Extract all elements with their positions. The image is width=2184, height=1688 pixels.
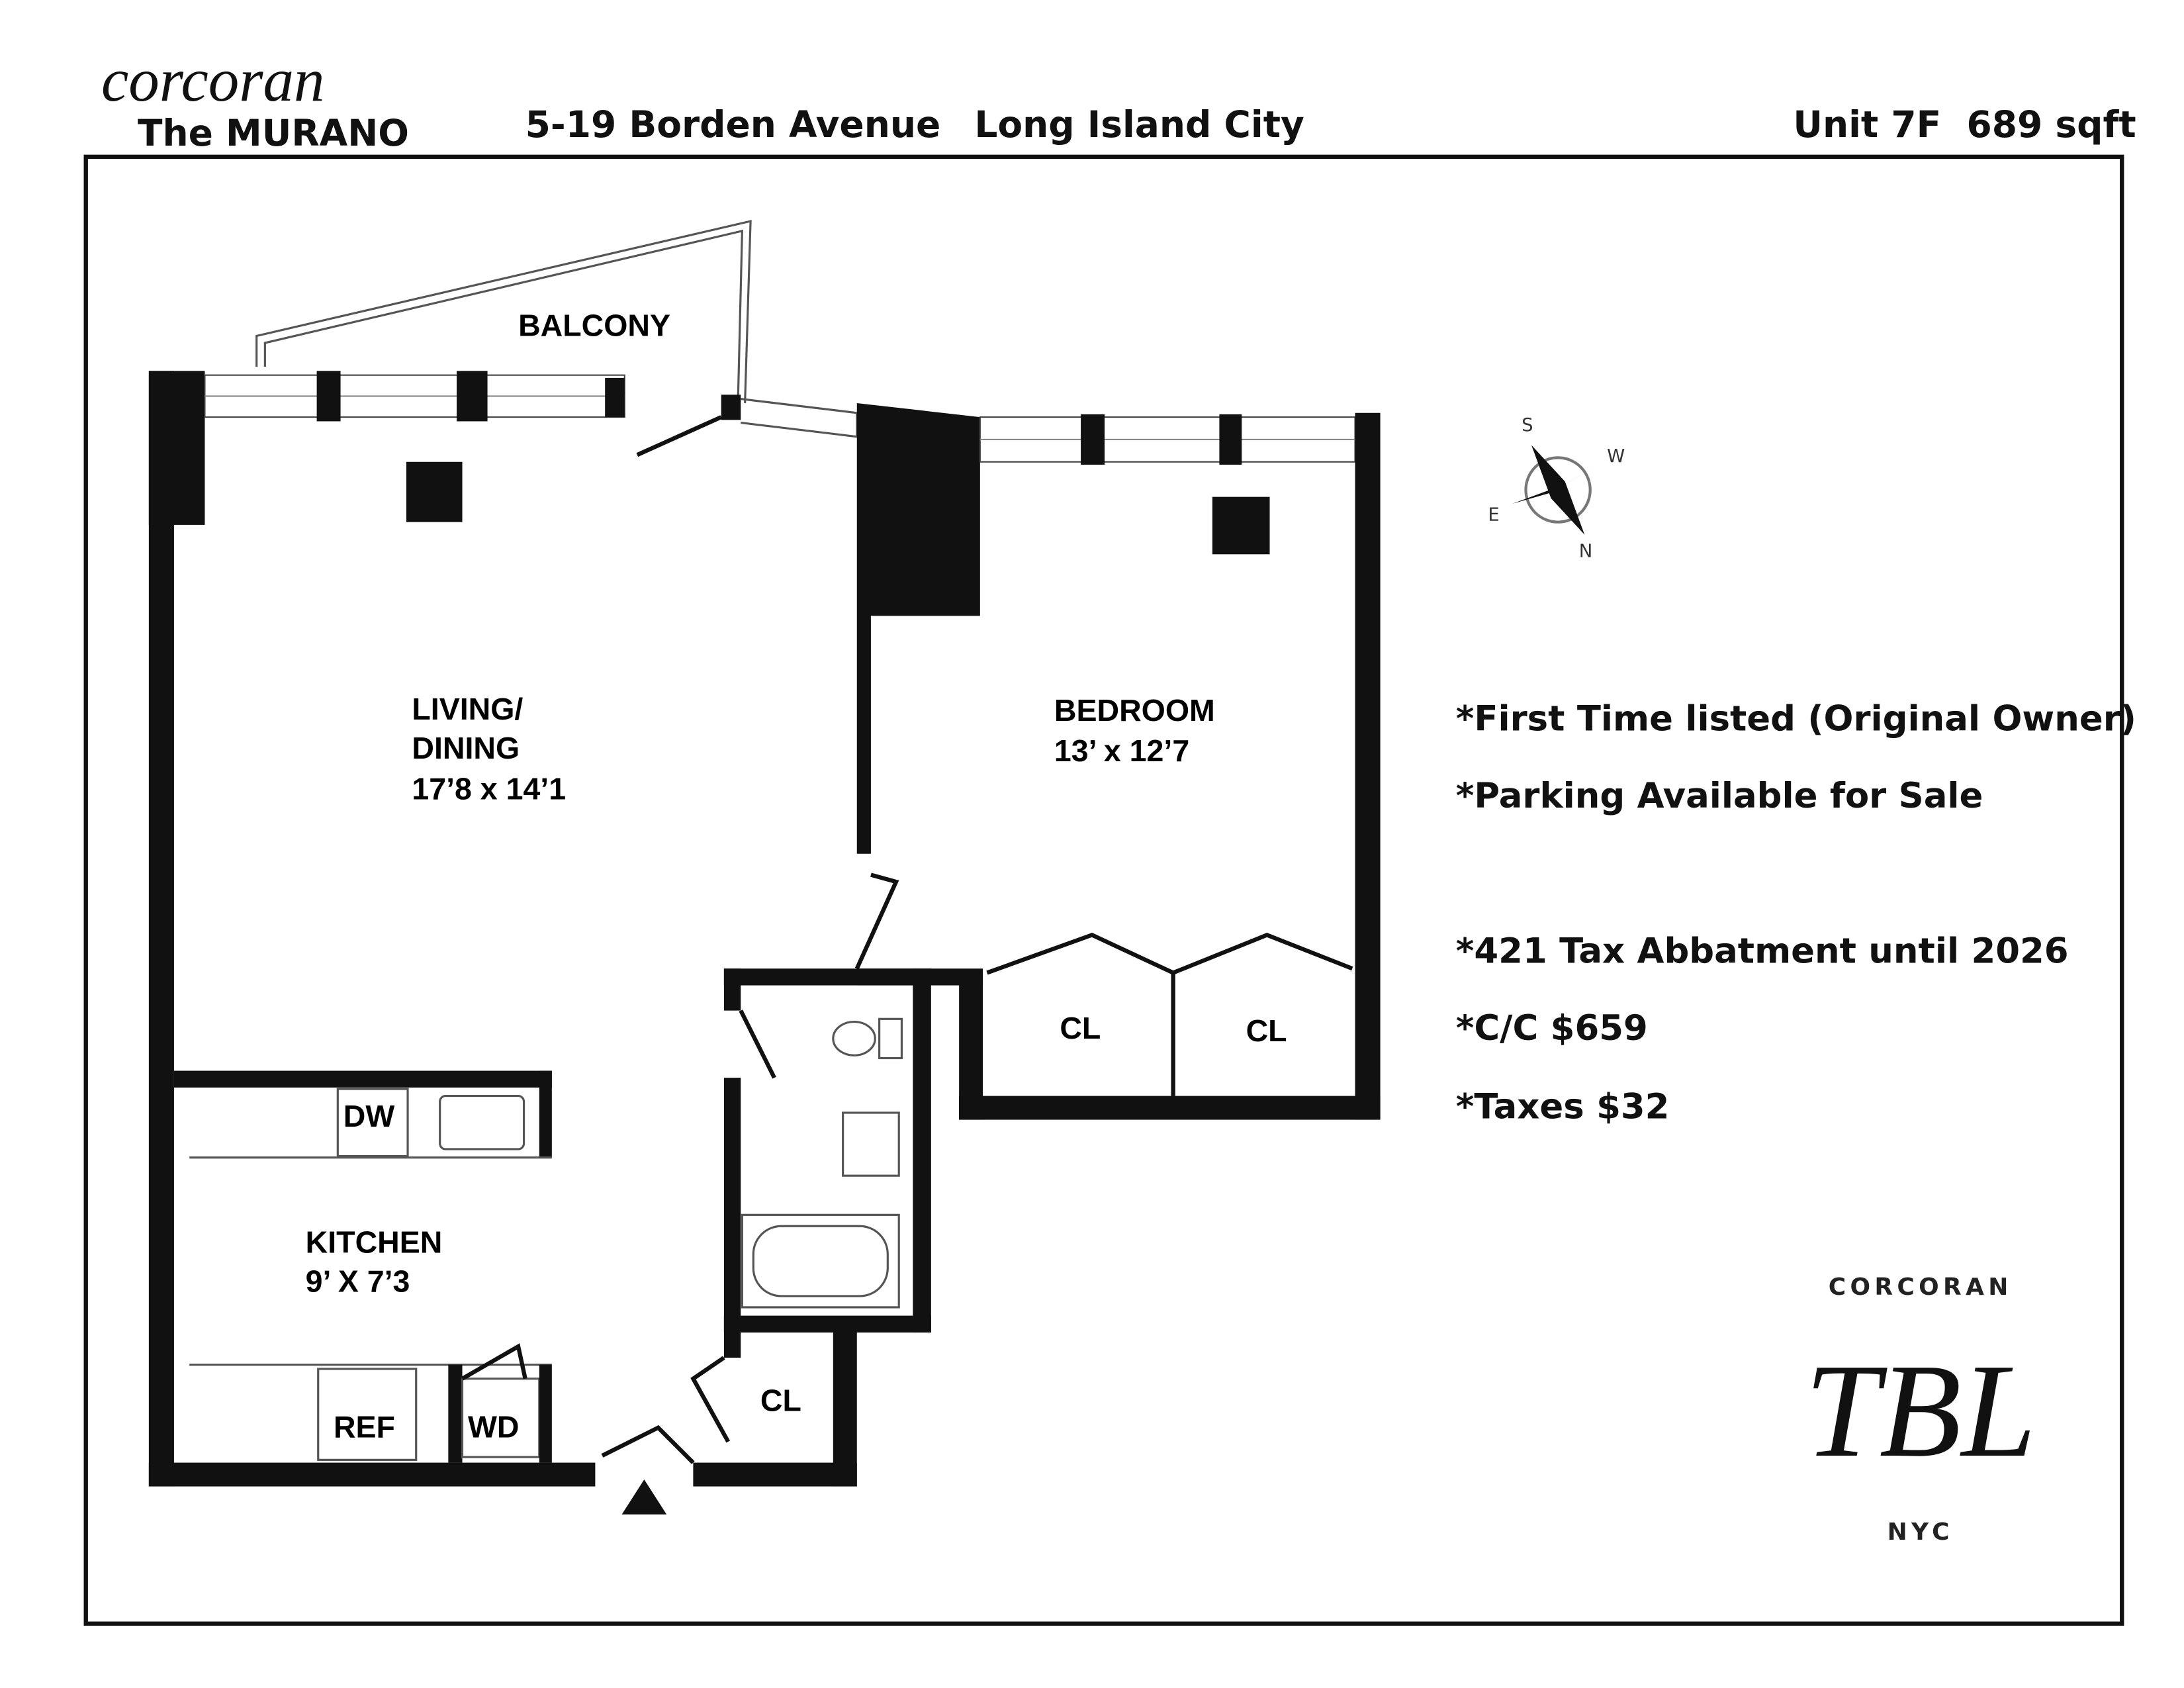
svg-text:N: N: [1579, 541, 1593, 562]
note-first-listed: *First Time listed (Original Owner): [1456, 699, 2136, 739]
corcoran-tbl-logo: CORCORAN TBL NYC: [1805, 1274, 2036, 1546]
compass-icon: S W E N: [1488, 414, 1625, 561]
closet-label: CL: [1060, 1011, 1101, 1045]
note-common-charges: *C/C $659: [1456, 1008, 1648, 1049]
walls: [148, 371, 1381, 1515]
unit-size: 689 sqft: [1967, 103, 2136, 146]
entry-marker: [621, 1479, 667, 1515]
unit-number: Unit 7F: [1793, 103, 1941, 146]
frame-border: [83, 154, 2124, 1626]
building-name: The MURANO: [138, 112, 409, 154]
dishwasher-label: DW: [343, 1099, 395, 1133]
living-label: LIVING/: [412, 692, 523, 726]
toilet-icon: [832, 1020, 876, 1056]
corcoran-logo: corcoran: [101, 46, 325, 115]
neighborhood: Long Island City: [974, 103, 1304, 146]
closet-label: CL: [1246, 1013, 1287, 1048]
washer-dryer-label: WD: [468, 1410, 519, 1444]
svg-text:W: W: [1607, 445, 1625, 467]
refrigerator-label: REF: [334, 1410, 395, 1444]
note-tax-abatement: *421 Tax Abbatment until 2026: [1456, 931, 2069, 972]
svg-text:TBL: TBL: [1805, 1336, 2036, 1485]
bedroom-label: BEDROOM: [1054, 693, 1215, 727]
living-dimensions: 17’8 x 14’1: [412, 771, 566, 806]
closet-label: CL: [760, 1383, 801, 1417]
svg-text:CORCORAN: CORCORAN: [1829, 1274, 2013, 1301]
bedroom-dimensions: 13’ x 12’7: [1054, 733, 1189, 768]
kitchen-sink-icon: [439, 1095, 525, 1150]
kitchen-label: KITCHEN: [306, 1225, 443, 1259]
bathtub-icon: [741, 1213, 900, 1309]
svg-text:NYC: NYC: [1888, 1519, 1954, 1546]
kitchen-dimensions: 9’ X 7’3: [306, 1264, 410, 1299]
dining-label: DINING: [412, 731, 520, 765]
balcony-label: BALCONY: [518, 308, 670, 342]
balcony-outline: [255, 220, 752, 404]
address: 5-19 Borden Avenue: [525, 103, 941, 146]
note-taxes: *Taxes $32: [1456, 1086, 1670, 1127]
svg-text:S: S: [1522, 414, 1533, 436]
note-parking: *Parking Available for Sale: [1456, 776, 1983, 816]
svg-text:E: E: [1488, 504, 1499, 526]
sink-icon: [842, 1111, 900, 1177]
